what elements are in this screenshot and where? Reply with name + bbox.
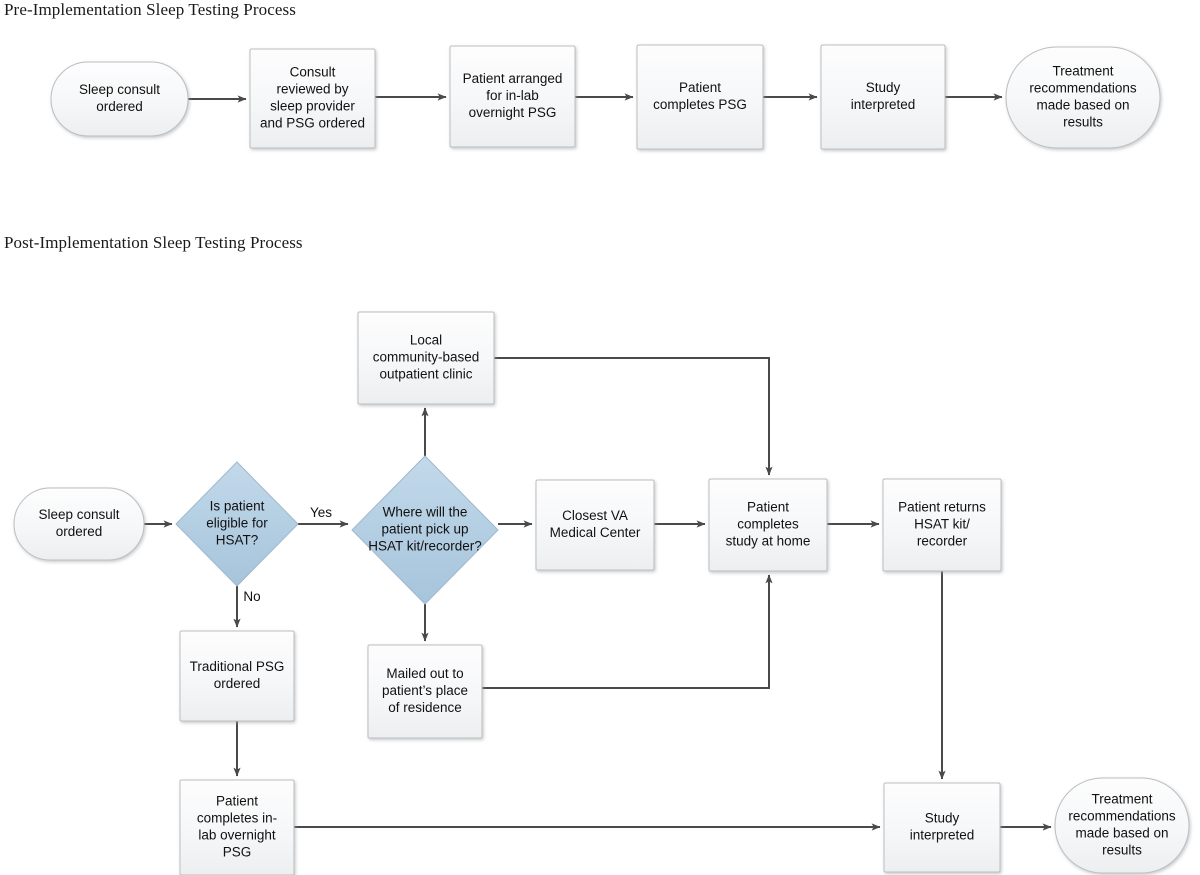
local-community-based-clinic-label-line: Local <box>410 333 442 348</box>
mailed-out-to-residence-label-line: patient’s place <box>382 683 468 698</box>
node-closest-va-medical-center: Closest VA Medical Center <box>535 479 655 571</box>
study-interpreted-label-line: Study <box>866 80 901 95</box>
treatment-recommendations-shape <box>1054 777 1190 874</box>
is-patient-eligible-hsat-shape <box>175 461 299 587</box>
sleep-consult-ordered-label-line: Sleep consult <box>38 507 119 522</box>
traditional-psg-ordered-label-line: ordered <box>214 676 261 691</box>
consult-reviewed-psg-ordered-label-line: and PSG ordered <box>260 116 365 131</box>
node-patient-completes-study-home: Patient completes study at home <box>708 478 828 572</box>
node-consult-reviewed-psg-ordered: Consult reviewed by sleep provider and PSG … <box>249 48 376 149</box>
sleep-consult-ordered-shape <box>50 61 189 137</box>
patient-completes-in-lab-psg-label-line: Patient <box>216 794 258 809</box>
patient-returns-hsat-kit-label-line: Patient returns <box>898 500 986 515</box>
sleep-consult-ordered-label-line: Sleep consult <box>79 82 160 97</box>
pre-implementation-title: Pre-Implementation Sleep Testing Process <box>4 0 296 19</box>
patient-returns-hsat-kit-shape <box>882 478 1002 572</box>
treatment-recommendations-label-line: results <box>1063 115 1103 130</box>
node-mailed-out-to-residence: Mailed out to patient’s place of residence <box>367 644 483 739</box>
local-community-based-clinic-shape <box>357 311 495 405</box>
is-patient-eligible-hsat-label-line: Is patient <box>210 499 265 514</box>
patient-completes-study-home-label-line: study at home <box>726 534 811 549</box>
treatment-recommendations-shape <box>1005 46 1161 149</box>
post-implementation-title: Post-Implementation Sleep Testing Proces… <box>4 233 303 252</box>
study-interpreted-label-line: interpreted <box>851 97 916 112</box>
patient-arranged-in-lab-psg-shape <box>449 45 576 148</box>
node-sleep-consult-ordered: Sleep consult ordered <box>50 61 189 137</box>
mailed-out-to-residence-label-line: Mailed out to <box>386 666 463 681</box>
node-sleep-consult-ordered: Sleep consult ordered <box>13 487 145 561</box>
node-study-interpreted: Study interpreted <box>883 782 1001 873</box>
patient-completes-psg-label-line: completes PSG <box>653 97 747 112</box>
is-patient-eligible-hsat-label-line: eligible for <box>206 516 268 531</box>
mailed-out-to-residence-shape <box>367 644 483 739</box>
consult-reviewed-psg-ordered-label-line: Consult <box>290 65 336 80</box>
treatment-recommendations-label-line: Treatment <box>1091 792 1152 807</box>
where-pickup-hsat-kit-label-line: Where will the <box>383 505 468 520</box>
patient-returns-hsat-kit-label-line: HSAT kit/ <box>914 517 970 532</box>
sleep-consult-ordered-label-line: ordered <box>96 99 143 114</box>
node-treatment-recommendations: Treatment recommendations made based on res… <box>1054 777 1190 874</box>
node-patient-completes-psg: Patient completes PSG <box>636 44 764 150</box>
patient-completes-in-lab-psg-shape <box>179 779 295 875</box>
patient-completes-in-lab-psg-label-line: PSG <box>223 845 252 860</box>
patient-arranged-in-lab-psg-label-line: overnight PSG <box>469 105 557 120</box>
node-treatment-recommendations: Treatment recommendations made based on res… <box>1005 46 1161 149</box>
where-pickup-hsat-kit-label-line: HSAT kit/recorder? <box>368 539 482 554</box>
connector-layer <box>144 93 1052 831</box>
traditional-psg-ordered-label-line: Traditional PSG <box>190 659 285 674</box>
node-traditional-psg-ordered: Traditional PSG ordered <box>179 630 295 722</box>
consult-reviewed-psg-ordered-shape <box>249 48 376 149</box>
mailed-out-to-residence-label-line: of residence <box>388 700 462 715</box>
edge-label-no: No <box>243 589 260 604</box>
where-pickup-hsat-kit-label-line: patient pick up <box>381 522 468 537</box>
patient-completes-study-home-label-line: completes <box>737 517 799 532</box>
treatment-recommendations-label-line: recommendations <box>1068 809 1176 824</box>
patient-completes-in-lab-psg-label-line: completes in- <box>197 811 277 826</box>
node-layer: Sleep consult ordered Consult reviewed by sl… <box>13 44 1190 875</box>
consult-reviewed-psg-ordered-label-line: sleep provider <box>270 99 355 114</box>
is-patient-eligible-hsat-label-line: HSAT? <box>216 533 259 548</box>
patient-completes-psg-shape <box>636 44 764 150</box>
patient-completes-in-lab-psg-label-line: lab overnight <box>198 828 276 843</box>
closest-va-medical-center-shape <box>535 479 655 571</box>
treatment-recommendations-label-line: Treatment <box>1052 64 1113 79</box>
patient-completes-study-home-shape <box>708 478 828 572</box>
local-community-based-clinic-label-line: outpatient clinic <box>379 367 472 382</box>
local-community-based-clinic-label-line: community-based <box>373 350 480 365</box>
study-interpreted-label-line: interpreted <box>910 828 975 843</box>
patient-completes-study-home-label-line: Patient <box>747 500 789 515</box>
closest-va-medical-center-label-line: Closest VA <box>562 508 628 523</box>
patient-arranged-in-lab-psg-label-line: for in-lab <box>486 88 539 103</box>
treatment-recommendations-label-line: made based on <box>1075 826 1168 841</box>
sleep-consult-ordered-shape <box>13 487 145 561</box>
patient-returns-hsat-kit-label-line: recorder <box>917 534 968 549</box>
treatment-recommendations-label-line: made based on <box>1036 98 1129 113</box>
node-where-pickup-hsat-kit: Where will the patient pick up HSAT kit/re… <box>351 455 499 605</box>
treatment-recommendations-label-line: results <box>1102 843 1142 858</box>
patient-arranged-in-lab-psg-label-line: Patient arranged <box>463 71 563 86</box>
patient-completes-psg-label-line: Patient <box>679 80 721 95</box>
edge-clinic-to-home <box>494 357 773 476</box>
traditional-psg-ordered-shape <box>179 630 295 722</box>
study-interpreted-shape <box>820 44 946 150</box>
node-local-community-based-clinic: Local community-based outpatient clinic <box>357 311 495 405</box>
edge-label-yes: Yes <box>310 505 332 520</box>
study-interpreted-shape <box>883 782 1001 873</box>
where-pickup-hsat-kit-shape <box>351 455 499 605</box>
study-interpreted-label-line: Study <box>925 811 960 826</box>
closest-va-medical-center-label-line: Medical Center <box>550 525 641 540</box>
node-patient-arranged-in-lab-psg: Patient arranged for in-lab overnight PSG <box>449 45 576 148</box>
treatment-recommendations-label-line: recommendations <box>1029 81 1137 96</box>
sleep-consult-ordered-label-line: ordered <box>56 524 103 539</box>
consult-reviewed-psg-ordered-label-line: reviewed by <box>276 82 348 97</box>
node-study-interpreted: Study interpreted <box>820 44 946 150</box>
edge-mailed-to-home <box>482 574 773 689</box>
